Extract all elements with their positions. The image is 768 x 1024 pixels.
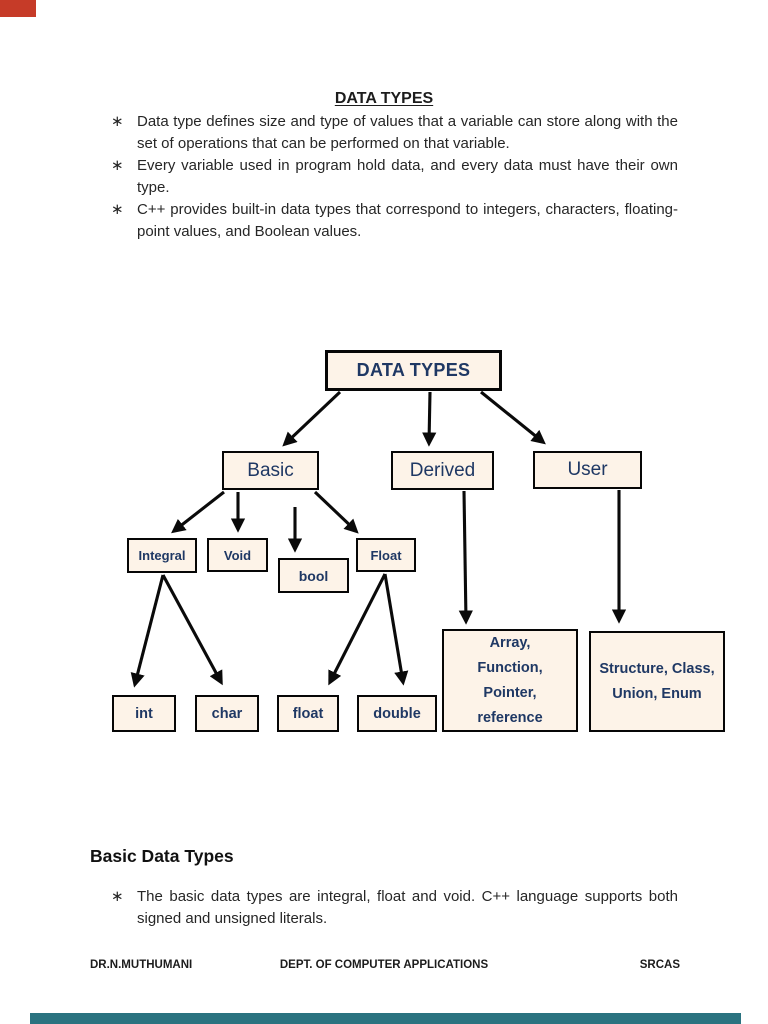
- footer-institution: SRCAS: [639, 959, 680, 971]
- diagram-node-data-types: DATA TYPES: [325, 350, 502, 391]
- diagram-node-char: char: [195, 695, 259, 732]
- bullet-marker-icon: ∗: [111, 888, 124, 905]
- bottom-page-divider: [30, 1013, 741, 1024]
- diagram-node-basic: Basic: [222, 451, 319, 490]
- red-corner-marker: [0, 0, 36, 17]
- footer-department: DEPT. OF COMPUTER APPLICATIONS: [279, 959, 489, 971]
- diagram-node-user-types: Structure, Class, Union, Enum: [589, 631, 725, 732]
- bullet-text-line: type.: [137, 179, 170, 196]
- bullet-text-line: set of operations that can be performed …: [137, 135, 510, 152]
- diagram-arrows: [130, 390, 627, 688]
- intro-bullet-list: ∗ Data type defines size and type of val…: [106, 111, 678, 243]
- user-types-line: Union, Enum: [612, 685, 702, 702]
- user-types-line: Structure, Class,: [599, 660, 715, 677]
- bullet-text-line: Every variable used in program hold data…: [137, 157, 678, 174]
- diagram-node-user: User: [533, 451, 642, 489]
- diagram-node-void: Void: [207, 538, 268, 572]
- bullet-item: ∗ C++ provides built-in data types that …: [106, 199, 678, 243]
- section-heading: Basic Data Types: [90, 846, 234, 866]
- bullet-item: ∗ Every variable used in program hold da…: [106, 155, 678, 199]
- diagram-node-bool: bool: [278, 558, 349, 593]
- derived-types-line: Function,: [477, 659, 543, 676]
- diagram-node-derived: Derived: [391, 451, 494, 490]
- diagram-node-derived-types: Array, Function, Pointer, reference: [442, 629, 578, 732]
- derived-types-line: Pointer,: [483, 684, 537, 701]
- bullet-text-line: The basic data types are integral, float…: [137, 888, 678, 905]
- diagram-node-integral: Integral: [127, 538, 197, 573]
- footer-author: DR.N.MUTHUMANI: [90, 959, 193, 971]
- bullet-text-line: C++ provides built-in data types that co…: [137, 201, 678, 218]
- bullet-item: ∗ Data type defines size and type of val…: [106, 111, 678, 155]
- bullet-marker-icon: ∗: [111, 113, 124, 130]
- page-title: DATA TYPES: [334, 90, 434, 107]
- bullet-marker-icon: ∗: [111, 201, 124, 218]
- diagram-node-double: double: [357, 695, 437, 732]
- bullet-text-line: point values, and Boolean values.: [137, 223, 362, 240]
- section-bullet-list: ∗ The basic data types are integral, flo…: [106, 886, 678, 930]
- diagram-node-int: int: [112, 695, 176, 732]
- derived-types-line: Array,: [489, 634, 531, 651]
- diagram-node-float: float: [277, 695, 339, 732]
- bullet-text-line: Data type defines size and type of value…: [137, 113, 678, 130]
- derived-types-line: reference: [477, 709, 543, 726]
- data-types-diagram: DATA TYPES Basic Derived User Integral V…: [80, 335, 740, 745]
- diagram-node-float-branch: Float: [356, 538, 416, 572]
- bullet-item: ∗ The basic data types are integral, flo…: [106, 886, 678, 930]
- bullet-marker-icon: ∗: [111, 157, 124, 174]
- bullet-text-line: signed and unsigned literals.: [137, 910, 328, 927]
